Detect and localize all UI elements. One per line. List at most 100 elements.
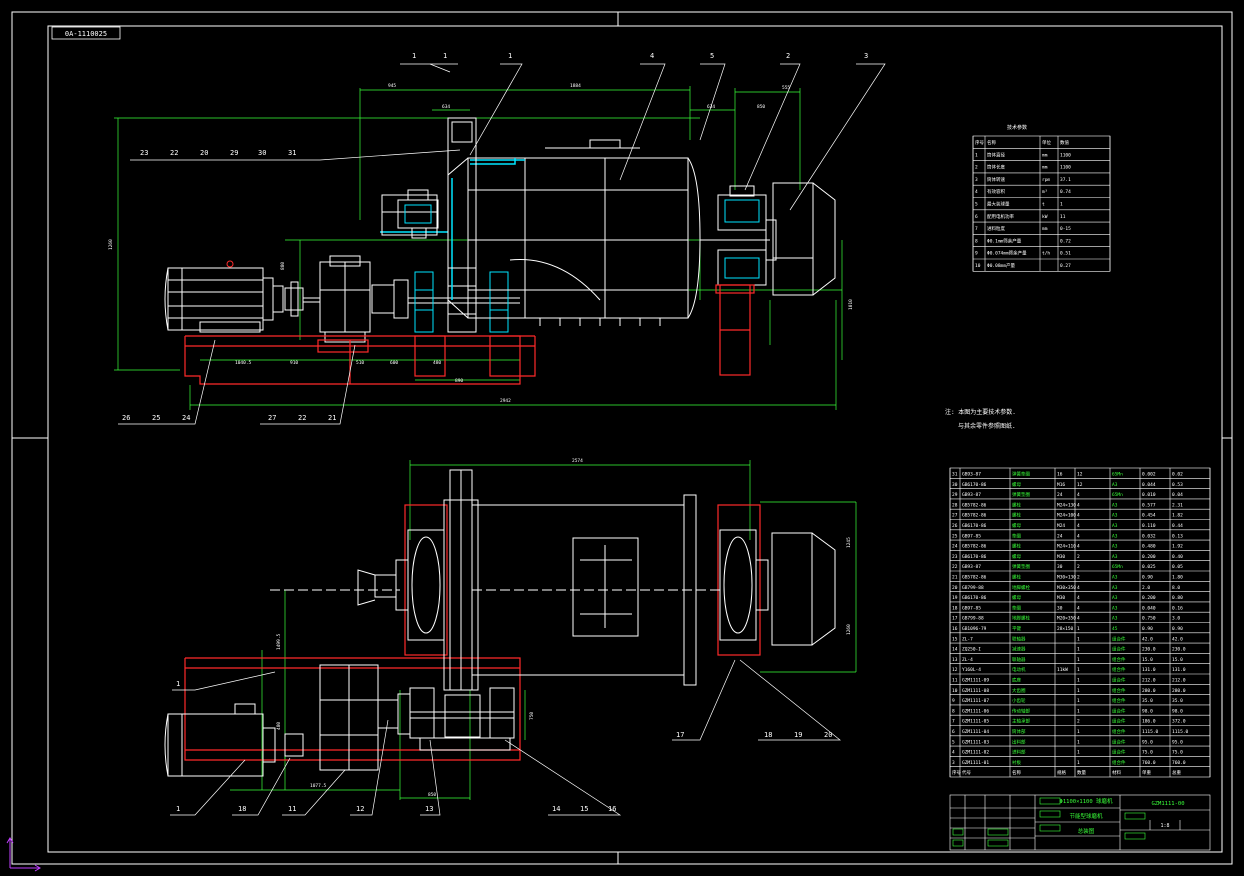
elevation-view: 945 634 1884 634 850 555 2942 890 1040.5… — [108, 83, 854, 410]
bom-cell: 电动机 — [1012, 666, 1026, 673]
sheet-frame — [11, 11, 1233, 865]
bom-cell: A3 — [1112, 513, 1118, 519]
bom-cell: 1 — [1077, 688, 1080, 694]
bom-cell: 42.0 — [1172, 636, 1183, 642]
bom-cell: 2 — [1077, 564, 1080, 570]
dim-label: 850 — [428, 792, 436, 798]
bom-cell: 30 — [1057, 605, 1063, 611]
bom-cell: GZM1111-09 — [962, 678, 989, 684]
bom-cell: 15.0 — [1142, 657, 1153, 663]
bom-cell: A3 — [1112, 554, 1118, 560]
param-cell: Φ0.074mm筛余产量 — [987, 250, 1027, 257]
bom-cell: Y160L-4 — [962, 667, 981, 673]
bom-cell: 10 — [952, 688, 958, 694]
bom-cell: 9 — [952, 698, 955, 704]
callout-label: 14 — [552, 805, 560, 813]
dim-label: 1245 — [846, 537, 852, 548]
bom-cell: 1 — [1077, 657, 1080, 663]
bom-cell: 1 — [1077, 667, 1080, 673]
elevation-dimension-lines — [114, 86, 843, 410]
bom-cell: 弹簧垫圈 — [1012, 491, 1030, 498]
drawing-notes: 注: 本图为主要技术参数. 与其余零件参照图纸. — [945, 408, 1016, 430]
bom-cell: 组合件 — [1112, 718, 1126, 725]
elevation-callouts — [118, 63, 886, 425]
parameter-table-title: 技术参数 — [1007, 124, 1027, 131]
bom-cell: 衬板 — [1012, 759, 1021, 766]
bom-cell: 0.04 — [1172, 492, 1183, 498]
bom-cell: GB93-87 — [962, 564, 981, 570]
callout-label: 1 — [176, 805, 180, 813]
bom-cell: 1 — [1077, 698, 1080, 704]
bom-cell: GB799-88 — [962, 616, 984, 622]
bom-cell: 4 — [1077, 492, 1080, 498]
callout-label: 5 — [710, 52, 714, 60]
bom-cell: A3 — [1112, 502, 1118, 508]
dim-label: 1499.5 — [276, 633, 282, 650]
bom-cell: 22 — [952, 564, 958, 570]
param-cell: 10 — [975, 263, 981, 269]
bom-cell: 24 — [1057, 533, 1063, 539]
bom-header-cell: 单重 — [1142, 769, 1151, 776]
bom-cell: 13 — [952, 657, 958, 663]
plan-feed-spout — [357, 569, 397, 606]
plan-pinion-shaft — [409, 687, 515, 751]
bom-cell: 螺母 — [1012, 553, 1021, 560]
bom-cell: 联轴器 — [1012, 656, 1026, 663]
bom-cell: GZM1111-02 — [962, 750, 989, 756]
callout-label: 22 — [298, 414, 306, 422]
bom-cell: 4 — [1077, 585, 1080, 591]
bom-cell: 组合件 — [1112, 666, 1126, 673]
bom-cell: 15 — [952, 636, 958, 642]
param-cell: 数值 — [1060, 139, 1069, 146]
callout-label: 3 — [864, 52, 868, 60]
feed-end-bearing-cyan — [404, 204, 432, 224]
bom-cell: GB6170-86 — [962, 523, 987, 529]
bom-cell: 弹簧垫圈 — [1012, 471, 1030, 478]
bom-cell: 0.90 — [1142, 626, 1153, 632]
bom-cell: 35.0 — [1142, 698, 1153, 704]
bom-cell: 4 — [1077, 605, 1080, 611]
bom-cell: 0.032 — [1142, 533, 1156, 539]
bom-cell: 0.002 — [1142, 472, 1156, 478]
bom-cell: 螺栓 — [1012, 512, 1021, 519]
bom-cell: 进料部 — [1012, 749, 1026, 756]
bom-cell: 地脚螺栓 — [1012, 584, 1030, 591]
callout-label: 1 — [443, 52, 447, 60]
drawing-code-box: 0A-1110025 — [51, 26, 121, 40]
plan-callouts — [170, 659, 841, 816]
bom-cell: 4 — [1077, 502, 1080, 508]
callout-label: 12 — [356, 805, 364, 813]
bom-cell: GB5782-86 — [962, 575, 987, 581]
plan-callout-labels: 1 1 18 11 12 13 14 15 16 17 18 19 20 — [176, 680, 832, 813]
bom-cell: A3 — [1112, 533, 1118, 539]
bom-cell: 45 — [1112, 626, 1118, 632]
bom-cell: GZM1111-03 — [962, 739, 989, 745]
bom-cell: 65Mn — [1112, 492, 1123, 498]
callout-label: 23 — [140, 149, 148, 157]
bom-cell: GZM1111-04 — [962, 729, 989, 735]
bom-cell: 1 — [1077, 636, 1080, 642]
bom-cell: 0.90 — [1142, 575, 1153, 581]
bom-cell: 0.480 — [1142, 544, 1156, 550]
bom-cell: 230.0 — [1142, 647, 1156, 653]
callout-label: 22 — [170, 149, 178, 157]
bom-cell: 2 — [1077, 719, 1080, 725]
bom-cell: ZL-4 — [962, 657, 973, 663]
bom-header-cell: 代号 — [962, 769, 971, 776]
dim-label: 880 — [280, 262, 286, 270]
param-cell: 进料粒度 — [987, 225, 1005, 232]
plan-trommel — [771, 532, 836, 646]
param-cell: 筒体长度 — [987, 164, 1005, 171]
bom-cell: 65Mn — [1112, 472, 1123, 478]
bom-cell: 11 — [952, 678, 958, 684]
bom-cell: 6 — [952, 729, 955, 735]
note-line-2: 与其余零件参照图纸. — [958, 422, 1016, 430]
bom-cell: 372.0 — [1172, 719, 1186, 725]
bom-cell: 42.0 — [1142, 636, 1153, 642]
bom-cell: 280.0 — [1172, 688, 1186, 694]
bom-header-cell: 规格 — [1057, 769, 1066, 776]
